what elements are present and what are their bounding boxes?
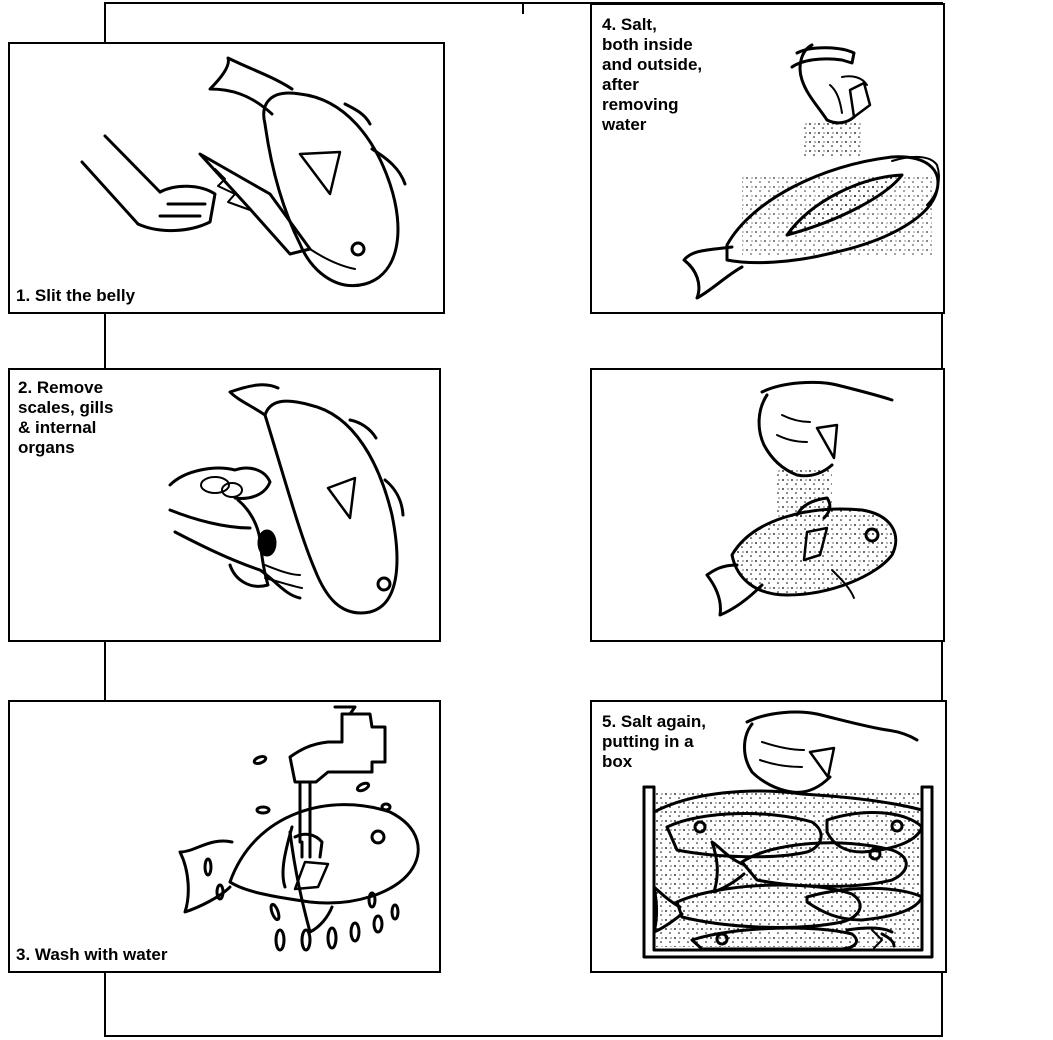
step-5-caption: 5. Salt again, putting in a box xyxy=(602,712,706,772)
step-3-caption: 3. Wash with water xyxy=(16,945,167,965)
step-4-caption: 4. Salt, both inside and outside, after … xyxy=(602,15,702,135)
knife-hand-fish-illustration xyxy=(10,44,443,312)
step-4b-panel xyxy=(590,368,945,642)
step-1-caption: 1. Slit the belly xyxy=(16,286,135,306)
tap-washing-fish-illustration xyxy=(10,702,439,971)
step-5-panel: 5. Salt again, putting in a box xyxy=(590,700,947,973)
step-2-panel: 2. Remove scales, gills & internal organ… xyxy=(8,368,441,642)
salting-whole-fish-illustration xyxy=(592,370,943,640)
step-1-panel: 1. Slit the belly xyxy=(8,42,445,314)
step-3-panel: 3. Wash with water xyxy=(8,700,441,973)
step-2-caption: 2. Remove scales, gills & internal organ… xyxy=(18,378,113,458)
step-4-panel: 4. Salt, both inside and outside, after … xyxy=(590,3,945,314)
